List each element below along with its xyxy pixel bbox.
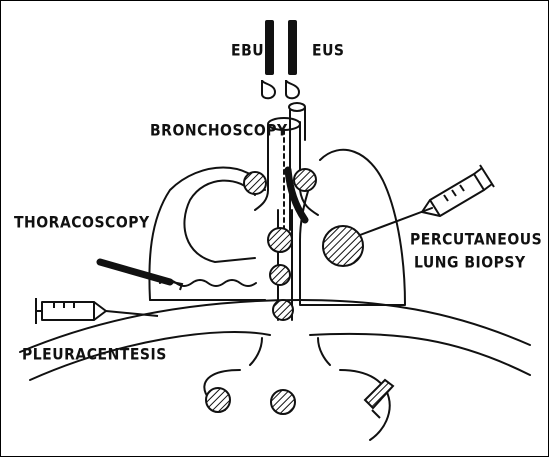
- inner-lung-outline: [184, 181, 255, 262]
- node-left-upper: [244, 172, 266, 194]
- label-lung-biopsy: LUNG BIOPSY: [414, 254, 526, 272]
- syringe-lower: [36, 298, 158, 324]
- node-paraesoph-1: [270, 265, 290, 285]
- node-paraesoph-2: [273, 300, 293, 320]
- abdominal-node-center: [271, 390, 295, 414]
- label-ebus: EBUS: [231, 42, 275, 60]
- abdominal-node-left: [206, 388, 230, 412]
- label-pleuracentesis: PLEURACENTESIS: [22, 346, 167, 364]
- eus-scope: [286, 20, 299, 98]
- label-percutaneous: PERCUTANEOUS: [410, 231, 542, 249]
- node-right-upper: [294, 169, 316, 191]
- node-subcarinal: [268, 228, 292, 252]
- label-bronchoscopy: BRONCHOSCOPY: [150, 122, 288, 140]
- lung-mass: [323, 226, 363, 266]
- thoracoscope: [100, 262, 182, 290]
- label-thoracoscopy: THORACOSCOPY: [14, 214, 150, 232]
- label-eus: EUS: [312, 42, 345, 60]
